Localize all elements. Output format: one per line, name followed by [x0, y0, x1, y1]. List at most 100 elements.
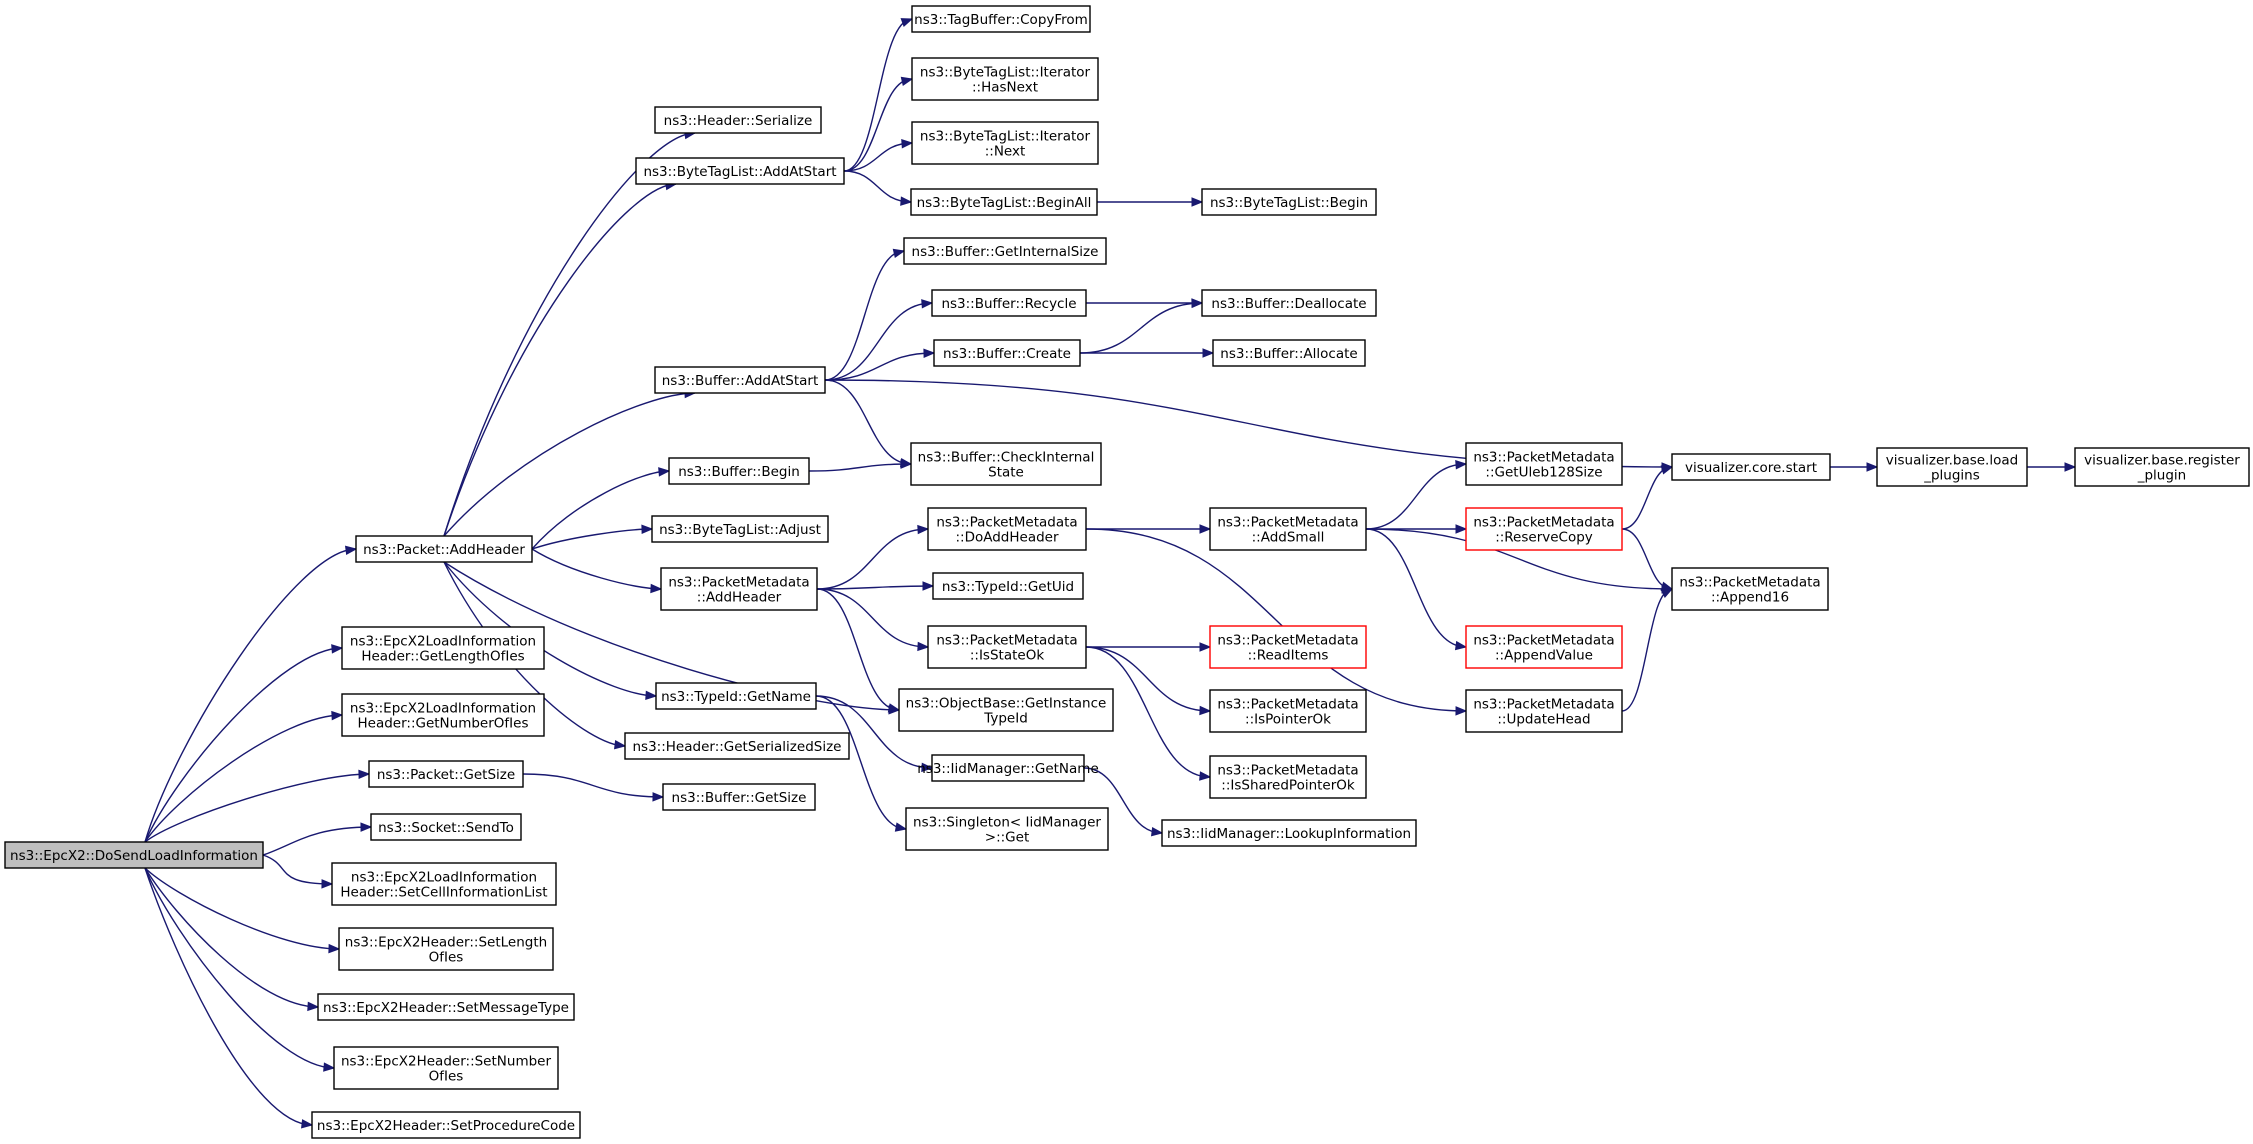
node-buf-allocate[interactable]: ns3::Buffer::Allocate — [1212, 339, 1366, 367]
node-vis-base-load[interactable]: visualizer.base.load_plugins — [1876, 447, 2028, 487]
node-btl-begin[interactable]: ns3::ByteTagList::Begin — [1201, 188, 1377, 216]
node-pm-addheader[interactable]: ns3::PacketMetadata::AddHeader — [660, 567, 818, 611]
edge-line — [1621, 588, 1673, 712]
node-label: ::IsPointerOk — [1245, 712, 1331, 728]
node-buf-deallocate[interactable]: ns3::Buffer::Deallocate — [1201, 289, 1377, 317]
edge-vis_base_load-to-vis_base_register — [2026, 462, 2077, 472]
node-pm-issharedpointerok[interactable]: ns3::PacketMetadata::IsSharedPointerOk — [1209, 755, 1367, 799]
arrowhead-icon — [658, 467, 671, 477]
node-pm-readitems[interactable]: ns3::PacketMetadata::ReadItems — [1209, 625, 1367, 669]
node-socket-sendto[interactable]: ns3::Socket::SendTo — [370, 813, 522, 841]
node-pm-updatehead[interactable]: ns3::PacketMetadata::UpdateHead — [1465, 689, 1623, 733]
node-epc-setprocedure[interactable]: ns3::EpcX2Header::SetProcedureCode — [311, 1111, 581, 1139]
edges-layer — [144, 18, 2077, 1129]
node-label: ::AppendValue — [1495, 648, 1593, 664]
node-btl-beginall[interactable]: ns3::ByteTagList::BeginAll — [910, 188, 1098, 216]
node-box — [911, 57, 1099, 101]
edge-line — [824, 352, 935, 381]
edge-pm_reservecopy-to-vis_core_start — [1621, 465, 1674, 530]
node-epc-getlength[interactable]: ns3::EpcX2LoadInformationHeader::GetLeng… — [341, 626, 545, 670]
node-pm-getuleb128size[interactable]: ns3::PacketMetadata::GetUleb128Size — [1465, 442, 1623, 486]
node-pm-doaddheader[interactable]: ns3::PacketMetadata::DoAddHeader — [927, 507, 1087, 551]
edge-root-to-epc_setnumber — [144, 867, 336, 1072]
edge-typeid_getname-to-singleton_get — [815, 695, 908, 832]
node-vis-core-start[interactable]: visualizer.core.start — [1671, 453, 1831, 481]
edge-line — [262, 854, 333, 885]
edge-iid_getname-to-iid_lookupinfo — [1083, 767, 1164, 837]
node-pm-append16[interactable]: ns3::PacketMetadata::Append16 — [1671, 567, 1829, 611]
node-tagbuf-copyfrom[interactable]: ns3::TagBuffer::CopyFrom — [911, 5, 1091, 33]
arrowhead-icon — [328, 943, 341, 954]
node-typeid-getname[interactable]: ns3::TypeId::GetName — [655, 682, 817, 710]
node-epc-getnumber[interactable]: ns3::EpcX2LoadInformationHeader::GetNumb… — [341, 693, 545, 737]
arrowhead-icon — [344, 545, 358, 556]
node-box — [1465, 689, 1623, 733]
node-iid-getname[interactable]: ns3::IidManager::GetName — [917, 754, 1099, 782]
node-pm-appendvalue[interactable]: ns3::PacketMetadata::AppendValue — [1465, 625, 1623, 669]
node-box — [311, 1111, 581, 1139]
node-label: ns3::ByteTagList::Iterator — [920, 129, 1091, 145]
node-epc-setmessagetype[interactable]: ns3::EpcX2Header::SetMessageType — [317, 993, 575, 1021]
node-label: TypeId — [983, 711, 1028, 727]
node-singleton-get[interactable]: ns3::Singleton< IidManager>::Get — [905, 807, 1109, 851]
edge-line — [144, 867, 335, 1069]
node-label: ns3::ByteTagList::BeginAll — [917, 195, 1092, 211]
node-btl-iter-hasnext[interactable]: ns3::ByteTagList::Iterator::HasNext — [911, 57, 1099, 101]
node-epc-setcellinfo[interactable]: ns3::EpcX2LoadInformationHeader::SetCell… — [331, 862, 557, 906]
node-iid-lookupinfo[interactable]: ns3::IidManager::LookupInformation — [1161, 819, 1417, 847]
node-pm-addsmall[interactable]: ns3::PacketMetadata::AddSmall — [1209, 507, 1367, 551]
node-vis-base-register[interactable]: visualizer.base.register_plugin — [2074, 447, 2250, 487]
node-box — [317, 993, 575, 1021]
node-header-getserializedsize[interactable]: ns3::Header::GetSerializedSize — [624, 732, 850, 760]
node-box — [1671, 453, 1831, 481]
node-label: ns3::PacketMetadata — [936, 515, 1077, 531]
node-buf-recycle[interactable]: ns3::Buffer::Recycle — [931, 289, 1087, 317]
arrowhead-icon — [1455, 706, 1468, 716]
node-buf-getsize[interactable]: ns3::Buffer::GetSize — [662, 783, 816, 811]
node-root[interactable]: ns3::EpcX2::DoSendLoadInformation — [4, 841, 264, 869]
node-typeid-getuid[interactable]: ns3::TypeId::GetUid — [932, 572, 1084, 600]
arrowhead-icon — [921, 762, 934, 773]
edge-buf_create-to-buf_allocate — [1080, 348, 1215, 358]
node-btl-addatstart[interactable]: ns3::ByteTagList::AddAtStart — [635, 157, 845, 185]
node-btl-iter-next[interactable]: ns3::ByteTagList::Iterator::Next — [911, 121, 1099, 165]
edge-line — [1365, 463, 1467, 530]
node-box — [905, 807, 1109, 851]
node-pm-ispointerok[interactable]: ns3::PacketMetadata::IsPointerOk — [1209, 689, 1367, 733]
node-header-serialize[interactable]: ns3::Header::Serialize — [654, 106, 822, 134]
node-box — [662, 783, 816, 811]
node-btl-adjust[interactable]: ns3::ByteTagList::Adjust — [651, 515, 829, 543]
node-buf-getinternalsize[interactable]: ns3::Buffer::GetInternalSize — [903, 237, 1107, 265]
edge-line — [843, 18, 913, 172]
node-box — [1465, 507, 1623, 551]
node-box — [341, 626, 545, 670]
edge-root-to-epc_getnumber — [144, 710, 344, 843]
node-buf-create[interactable]: ns3::Buffer::Create — [933, 339, 1081, 367]
edge-packet_addheader-to-btl_adjust — [531, 524, 654, 550]
node-buf-addatstart[interactable]: ns3::Buffer::AddAtStart — [654, 366, 826, 394]
node-packet-getsize[interactable]: ns3::Packet::GetSize — [368, 760, 524, 788]
node-packet-addheader[interactable]: ns3::Packet::AddHeader — [355, 535, 533, 563]
node-label: ns3::EpcX2Header::SetMessageType — [323, 1000, 569, 1016]
node-label: ns3::IidManager::LookupInformation — [1167, 826, 1411, 842]
node-pm-isstateok[interactable]: ns3::PacketMetadata::IsStateOk — [927, 625, 1087, 669]
edge-pm_addheader-to-pm_doaddheader — [816, 524, 930, 590]
node-label: ns3::PacketMetadata — [1217, 697, 1358, 713]
edge-root-to-packet_getsize — [144, 769, 371, 843]
node-label: ns3::Packet::AddHeader — [363, 542, 525, 558]
arrowhead-icon — [887, 703, 901, 713]
node-label: >::Get — [985, 830, 1029, 846]
node-pm-reservecopy[interactable]: ns3::PacketMetadata::ReserveCopy — [1465, 507, 1623, 551]
edge-line — [144, 867, 340, 950]
node-label: ns3::PacketMetadata — [1473, 633, 1614, 649]
node-buf-begin[interactable]: ns3::Buffer::Begin — [668, 457, 810, 485]
node-label: ::Next — [985, 144, 1026, 160]
node-box — [910, 188, 1098, 216]
node-box — [932, 572, 1084, 600]
node-box — [903, 237, 1107, 265]
node-box — [651, 515, 829, 543]
